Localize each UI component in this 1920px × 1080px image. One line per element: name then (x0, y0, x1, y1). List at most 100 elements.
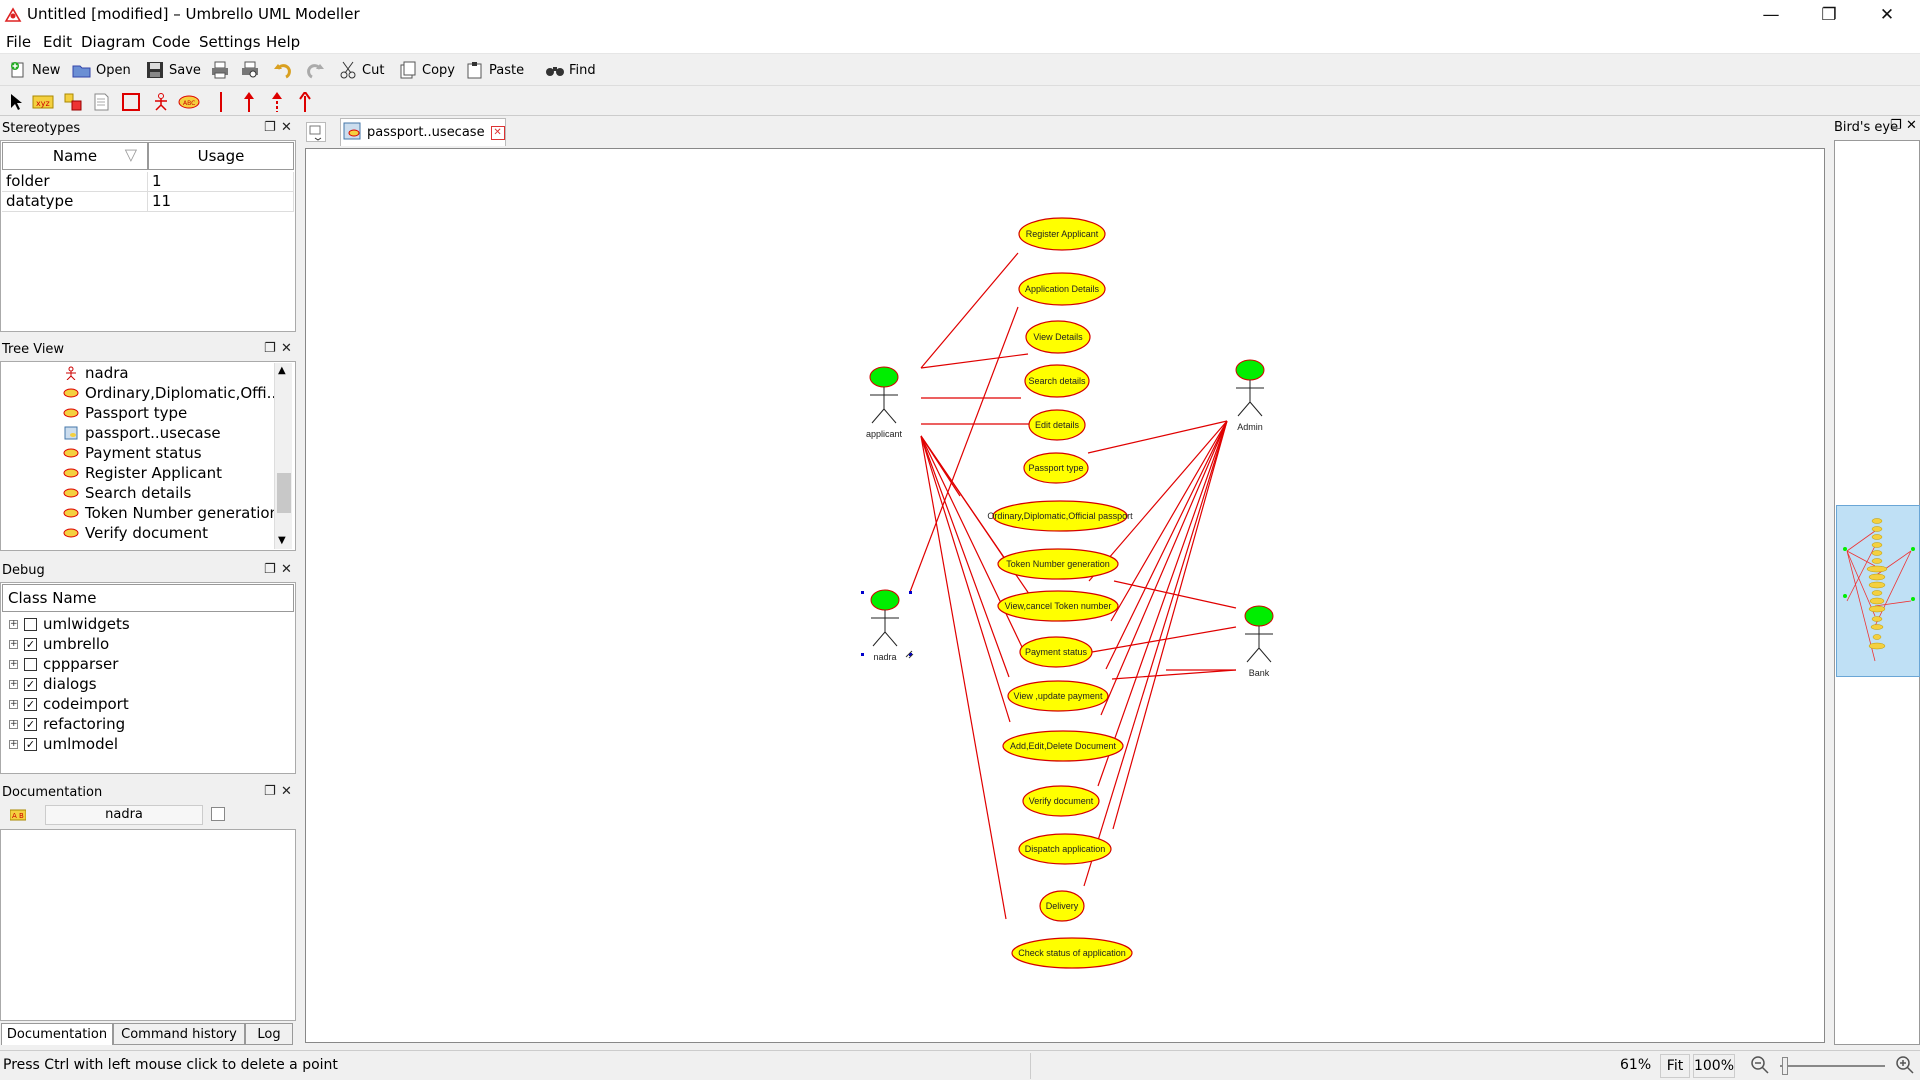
association-line[interactable] (1097, 420, 1228, 787)
menu-edit[interactable]: Edit (43, 33, 73, 51)
usecase[interactable] (1018, 272, 1106, 306)
float-icon[interactable]: ❐ (264, 562, 276, 577)
usecase[interactable] (1022, 785, 1100, 817)
paste-button[interactable]: Paste (465, 59, 524, 81)
usecase[interactable] (1011, 937, 1133, 969)
table-cell[interactable]: datatype (2, 192, 148, 212)
usecase[interactable] (1025, 320, 1091, 354)
debug-row[interactable]: +cppparser (9, 654, 118, 674)
expand-icon[interactable]: + (9, 618, 18, 629)
scroll-up-icon[interactable]: ▲ (278, 365, 286, 376)
undo-button[interactable] (274, 59, 294, 81)
tree-item[interactable]: Payment status (63, 443, 202, 463)
usecase[interactable] (997, 590, 1119, 622)
menu-code[interactable]: Code (152, 33, 191, 51)
tab-passport-usecase[interactable]: passport..usecase ✕ (340, 118, 506, 146)
zoom-slider[interactable] (1780, 1057, 1888, 1075)
close-icon[interactable]: ✕ (1879, 5, 1895, 25)
tab-documentation[interactable]: Documentation (1, 1023, 113, 1045)
zoom-100-button[interactable]: 100% (1693, 1054, 1735, 1078)
float-icon[interactable]: ❐ (264, 120, 276, 135)
usecase-icon[interactable]: ABC (178, 91, 200, 113)
cut-button[interactable]: Cut (338, 59, 384, 81)
box-icon[interactable] (120, 91, 142, 113)
actor-applicant-head[interactable] (869, 366, 899, 388)
zoom-out-icon[interactable] (1750, 1055, 1770, 1079)
documentation-name-field[interactable]: nadra (45, 805, 203, 825)
association-line[interactable] (1113, 580, 1237, 609)
menu-file[interactable]: File (6, 33, 32, 51)
debug-row[interactable]: +✓dialogs (9, 674, 97, 694)
tree-item[interactable]: nadra (63, 363, 129, 383)
copy-button[interactable]: Copy (398, 59, 455, 81)
usecase[interactable] (1024, 364, 1090, 398)
open-button[interactable]: Open (72, 59, 131, 81)
usecase[interactable] (1018, 217, 1106, 251)
selection-handle[interactable] (861, 591, 864, 594)
tree-item[interactable]: Passport type (63, 403, 187, 423)
actor-nadra-head[interactable] (870, 589, 900, 611)
association-line[interactable] (1100, 420, 1228, 716)
scroll-down-icon[interactable]: ▼ (278, 535, 286, 546)
tree-item[interactable]: passport..usecase (63, 423, 221, 443)
resize-grip-icon[interactable] (905, 650, 914, 659)
print-button[interactable] (210, 59, 230, 81)
actor-bank-head[interactable] (1244, 605, 1274, 627)
tree-item[interactable]: Search details (63, 483, 191, 503)
close-icon[interactable]: ✕ (1906, 118, 1917, 133)
usecase[interactable] (1039, 890, 1085, 922)
save-button[interactable]: Save (145, 59, 201, 81)
checkbox[interactable] (211, 807, 225, 821)
tab-menu-icon[interactable] (306, 122, 326, 142)
tree-item[interactable]: Token Number generation (63, 503, 279, 523)
fit-button[interactable]: Fit (1660, 1054, 1690, 1078)
debug-row[interactable]: +umlwidgets (9, 614, 130, 634)
tree-item[interactable]: Register Applicant (63, 463, 222, 483)
generalization-arrow-icon[interactable] (238, 91, 260, 113)
close-icon[interactable]: ✕ (281, 120, 292, 135)
tab-log[interactable]: Log (245, 1023, 293, 1045)
association-line[interactable] (920, 435, 1007, 920)
checkbox[interactable]: ✓ (24, 717, 37, 731)
new-button[interactable]: New (8, 59, 60, 81)
debug-row[interactable]: +✓umlmodel (9, 734, 118, 754)
expand-icon[interactable]: + (9, 678, 18, 689)
expand-icon[interactable]: + (9, 718, 18, 729)
tab-command-history[interactable]: Command history (113, 1023, 245, 1045)
menu-help[interactable]: Help (266, 33, 301, 51)
close-icon[interactable]: ✕ (281, 341, 292, 356)
expand-icon[interactable]: + (9, 638, 18, 649)
association-line[interactable] (1091, 626, 1237, 653)
expand-icon[interactable]: + (9, 738, 18, 749)
float-icon[interactable]: ❐ (1890, 118, 1902, 133)
usecase[interactable] (1007, 680, 1109, 712)
association-line[interactable] (1105, 420, 1228, 670)
selection-handle[interactable] (909, 653, 912, 656)
actor-admin-head[interactable] (1235, 359, 1265, 381)
table-cell[interactable]: 11 (148, 192, 294, 212)
select-arrow-icon[interactable] (5, 91, 27, 113)
selection-handle[interactable] (861, 653, 864, 656)
debug-row[interactable]: +✓refactoring (9, 714, 125, 734)
print-preview-button[interactable] (240, 59, 260, 81)
redo-button[interactable] (304, 59, 324, 81)
association-line[interactable] (920, 435, 1011, 723)
close-icon[interactable]: ✕ (281, 562, 292, 577)
association-line[interactable] (920, 435, 1039, 608)
text-note-icon[interactable]: xyz (32, 91, 54, 113)
box-stack-icon[interactable] (62, 91, 84, 113)
column-header-usage[interactable]: Usage (148, 142, 294, 170)
association-line[interactable] (1112, 420, 1228, 830)
expand-icon[interactable]: + (9, 658, 18, 669)
debug-row[interactable]: +✓umbrello (9, 634, 109, 654)
table-cell[interactable]: folder (2, 172, 148, 192)
usecase[interactable] (1028, 409, 1086, 441)
column-header-class-name[interactable]: Class Name (2, 584, 294, 612)
float-icon[interactable]: ❐ (264, 784, 276, 799)
scrollbar-thumb[interactable] (277, 473, 291, 513)
checkbox[interactable] (24, 657, 37, 671)
tree-item[interactable]: Verify document (63, 523, 208, 543)
usecase[interactable] (1023, 452, 1089, 484)
